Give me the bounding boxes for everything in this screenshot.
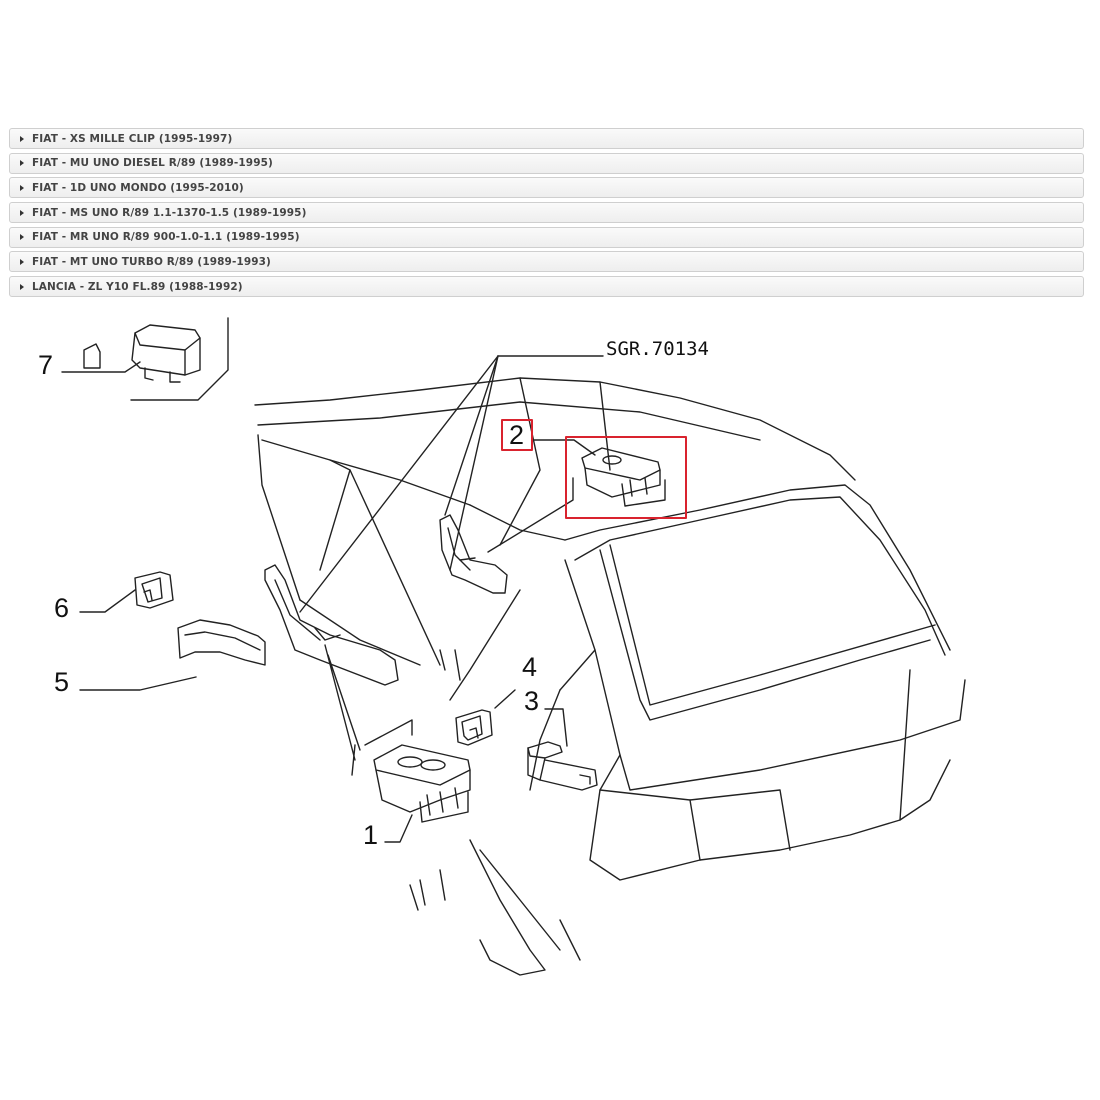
expand-arrow-icon <box>20 184 24 191</box>
expand-arrow-icon <box>20 283 24 290</box>
reference-code: SGR.70134 <box>606 338 709 360</box>
part-5-lens <box>79 619 266 691</box>
vehicle-row-mu-uno-diesel[interactable]: FIAT - MU UNO DIESEL R/89 (1989-1995) <box>9 152 1084 174</box>
callout-4: 4 <box>522 652 537 682</box>
vehicle-row-1d-uno-mondo[interactable]: FIAT - 1D UNO MONDO (1995-2010) <box>9 177 1084 199</box>
vehicle-row-mt-uno-turbo[interactable]: FIAT - MT UNO TURBO R/89 (1989-1993) <box>9 251 1084 273</box>
vehicle-row-label: FIAT - XS MILLE CLIP (1995-1997) <box>32 132 233 145</box>
vehicle-row-label: FIAT - MU UNO DIESEL R/89 (1989-1995) <box>32 157 273 170</box>
part-7-relay <box>61 317 229 401</box>
callout-2: 2 <box>509 420 524 450</box>
expand-arrow-icon <box>20 234 24 241</box>
vehicle-row-lancia-y10[interactable]: LANCIA - ZL Y10 FL.89 (1988-1992) <box>9 276 1084 298</box>
vehicle-row-label: FIAT - MT UNO TURBO R/89 (1989-1993) <box>32 255 271 268</box>
expand-arrow-icon <box>20 258 24 265</box>
vehicle-row-ms-uno[interactable]: FIAT - MS UNO R/89 1.1-1370-1.5 (1989-19… <box>9 202 1084 224</box>
vehicle-compatibility-list: FIAT - XS MILLE CLIP (1995-1997) FIAT - … <box>9 128 1084 301</box>
callout-3: 3 <box>524 686 539 716</box>
vehicle-row-label: FIAT - 1D UNO MONDO (1995-2010) <box>32 181 244 194</box>
vehicle-row-mr-uno[interactable]: FIAT - MR UNO R/89 900-1.0-1.1 (1989-199… <box>9 226 1084 248</box>
callout-5: 5 <box>54 667 69 697</box>
callout-7: 7 <box>38 350 53 380</box>
expand-arrow-icon <box>20 135 24 142</box>
vehicle-row-label: FIAT - MR UNO R/89 900-1.0-1.1 (1989-199… <box>32 231 300 244</box>
reference-leader-lines <box>299 355 604 613</box>
vehicle-row-label: LANCIA - ZL Y10 FL.89 (1988-1992) <box>32 280 243 293</box>
lamp-housing-left <box>264 564 399 686</box>
part-1-switch-module <box>324 644 471 843</box>
callout-6: 6 <box>54 593 69 623</box>
callout-1: 1 <box>363 820 378 850</box>
expand-arrow-icon <box>20 160 24 167</box>
part-2-highlight-box <box>565 436 687 519</box>
callout-2-highlight-box <box>501 419 533 451</box>
car-body-drawing <box>254 377 966 976</box>
part-3-plunger-switch <box>527 708 598 791</box>
part-6-gasket <box>79 571 174 613</box>
expand-arrow-icon <box>20 209 24 216</box>
part-2-switch <box>487 439 666 553</box>
vehicle-row-xs-mille-clip[interactable]: FIAT - XS MILLE CLIP (1995-1997) <box>9 128 1084 149</box>
vehicle-row-label: FIAT - MS UNO R/89 1.1-1370-1.5 (1989-19… <box>32 206 307 219</box>
part-4-gasket <box>455 689 516 746</box>
lamp-housing-right <box>439 514 508 594</box>
